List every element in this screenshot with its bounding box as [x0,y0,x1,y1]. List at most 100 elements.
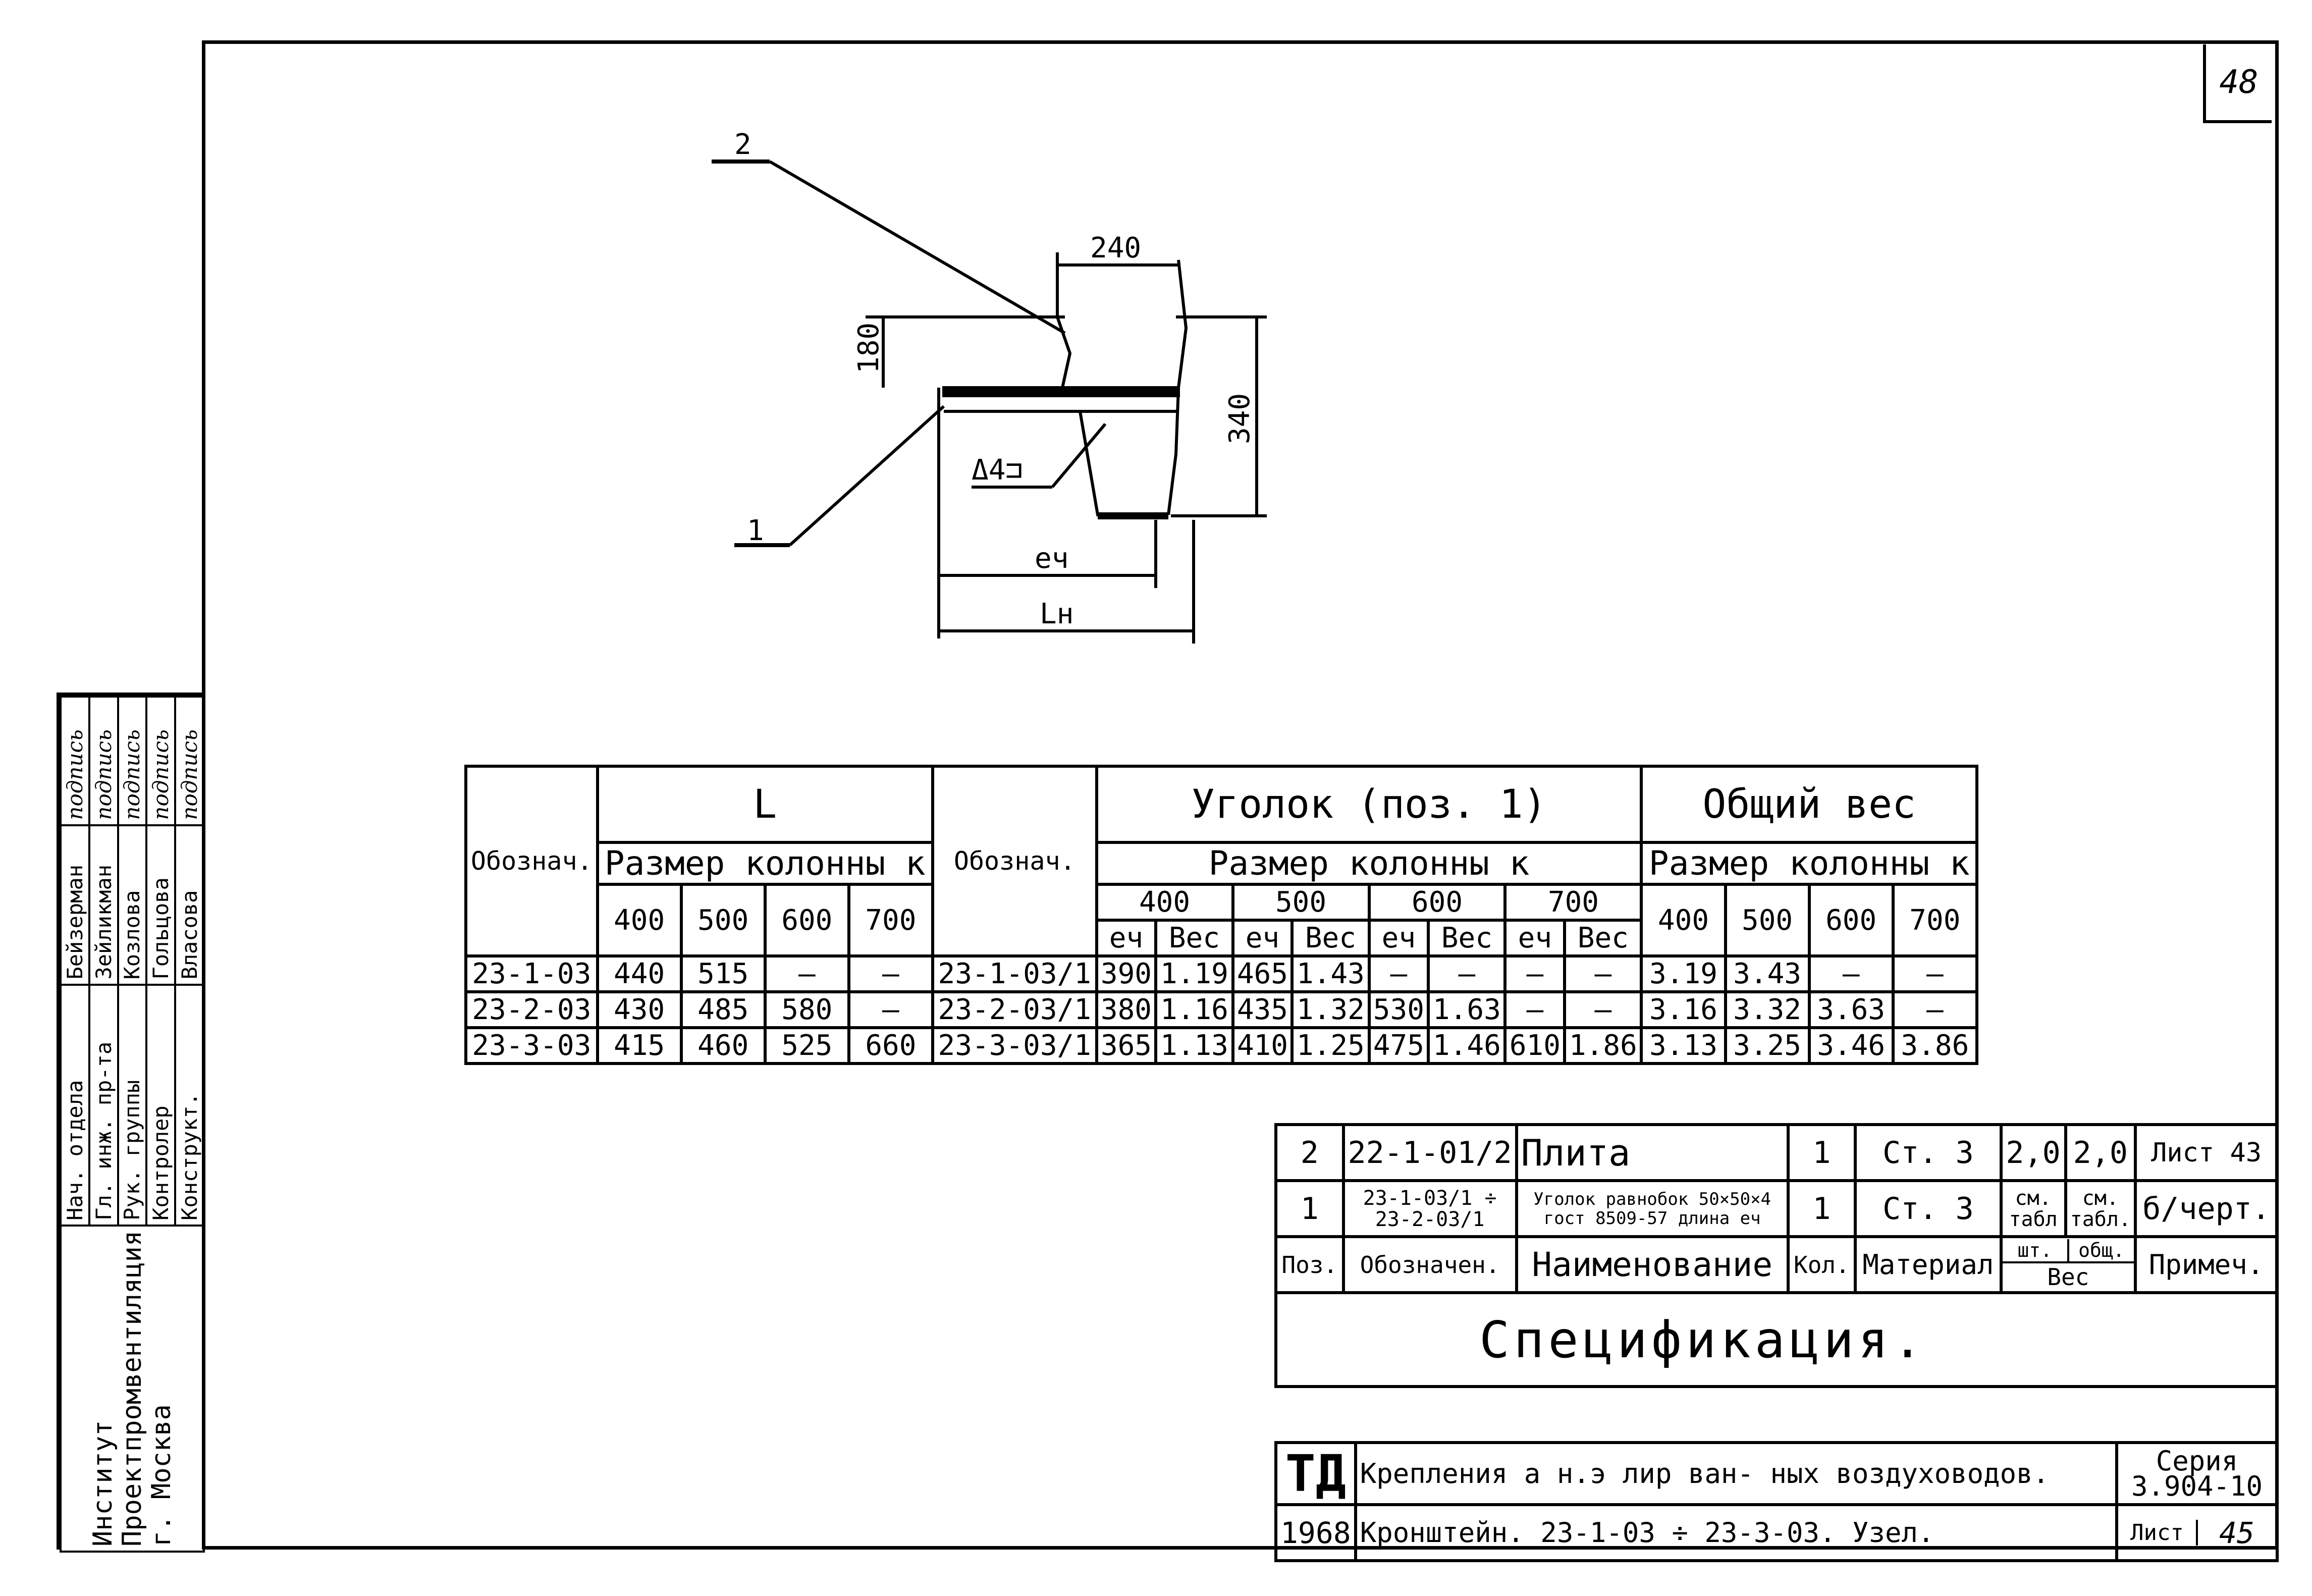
h-des: Обозначен. [1341,1235,1518,1294]
year: 1968 [1274,1503,1357,1562]
table-row: 23-1-03 440 515 — — 23-1-03/1 390 1.19 4… [464,954,1979,993]
stamp-name: Зейликман [89,825,118,985]
h-w1: шт. [2004,1240,2069,1261]
title-1: Крепления а н.э лир ван- ных воздуховодо… [1354,1441,2119,1506]
h-corner: Уголок (поз. 1) [1095,765,1643,844]
callout-1: 1 [747,514,764,547]
title-mark: ТД [1274,1441,1357,1506]
cell: 475 [1367,1026,1430,1065]
sub-ey: eч [1503,919,1567,957]
cell: — [763,954,850,993]
cell: 23-1-03/1 ÷ 23-2-03/1 [1341,1179,1518,1238]
c-size-700: 700 [1503,883,1643,922]
cell: 530 [1367,990,1430,1029]
L-size-500: 500 [679,883,767,957]
cell: 380 [1095,990,1158,1029]
dim-340: 340 [1223,393,1256,444]
c-size-500: 500 [1231,883,1371,922]
cell: 465 [1231,954,1294,993]
stamp-name: Гольцова [146,825,176,985]
cell: 515 [679,954,767,993]
cell: 1.19 [1154,954,1234,993]
t-size-400: 400 [1640,883,1727,957]
cell: 1.46 [1427,1026,1507,1065]
stamp-role: Нач. отдела [61,984,89,1226]
t-size-500: 500 [1724,883,1811,957]
cell: 1 [1786,1123,1857,1182]
cell: — [847,990,934,1029]
L-size-600: 600 [763,883,850,957]
cell: — [1563,954,1643,993]
cell: — [1563,990,1643,1029]
cell: Уголок равнобок 50×50×4 гост 8509-57 дли… [1515,1179,1790,1238]
title-block: ТД Крепления а н.э лир ван- ных воздухов… [1274,1441,2279,1562]
cell: 410 [1231,1026,1294,1065]
stamp-role: Контролер [146,984,176,1226]
cell: 3.63 [1807,990,1895,1029]
spec-header: Поз. Обозначен. Наименование Кол. Матери… [1274,1235,2279,1294]
sub-weight: Вес [1291,919,1371,957]
stamp-name: Бейзерман [61,825,89,985]
drawing-frame [202,40,2279,1550]
weld-label: Δ4⊐ [972,454,1023,487]
cell: 1 [1274,1179,1345,1238]
stamp-signature: подпись [118,697,147,825]
cell: см. табл [1999,1179,2067,1238]
stamp-name: Козлова [118,825,147,985]
table-row: 23-2-03 430 485 580 — 23-2-03/1 380 1.16… [464,990,1979,1029]
cell: 23-1-03 [464,954,599,993]
cell: 435 [1231,990,1294,1029]
dim-l: Lн [1040,598,1073,630]
cell: 440 [596,954,683,993]
h-material: Материал [1854,1235,2003,1294]
cell: — [1427,954,1507,993]
stamp-name: Власова [175,825,204,985]
approval-stamp: Институт Проектпромвентиляция г. Москва … [57,693,204,1552]
L-size-400: 400 [596,883,683,957]
cell: б/черт. [2134,1179,2279,1238]
specification-table: 2 22-1-01/2 Плита 1 Ст. 3 2,0 2,0 Лист 4… [1274,1123,2279,1388]
sub-weight: Вес [1563,919,1643,957]
cell: 3.46 [1807,1026,1895,1065]
h-w2: общ. [2078,1239,2125,1261]
cell: 2,0 [2064,1123,2137,1182]
cell: 23-1-03/1 [931,954,1098,993]
cell: 23-2-03/1 [931,990,1098,1029]
c-size-600: 600 [1367,883,1507,922]
cell: — [847,954,934,993]
h-col-size: Размер колонны к [596,841,934,886]
sheet-number-box: 48 [2203,44,2272,123]
cell: см. табл. [2064,1179,2137,1238]
stamp-signature: подпись [146,697,176,825]
callout-2: 2 [734,128,751,161]
h-col-size-total: Размер колонны к [1640,841,1978,886]
cell: — [1891,990,1979,1029]
cell: 23-3-03/1 [931,1026,1098,1065]
cell: Лист 43 [2134,1123,2279,1182]
cell: — [1503,954,1567,993]
sheet-label: Лист [2120,1520,2198,1546]
sub-weight: Вес [1154,919,1234,957]
series-cell: Серия 3.904-10 [2115,1441,2279,1506]
cell: 2 [1274,1123,1345,1182]
cell: 660 [847,1026,934,1065]
h-note: Примеч. [2134,1235,2279,1294]
h-name: Наименование [1515,1235,1790,1294]
cell: 1.16 [1154,990,1234,1029]
spec-caption: Спецификация. [1274,1291,2279,1388]
cell: — [1367,954,1430,993]
h-total: Общий вес [1640,765,1978,844]
h-designation: Обознач. [464,765,599,957]
cell: Плита [1515,1123,1790,1182]
h-designation2: Обознач. [931,765,1098,957]
cell: 1.43 [1291,954,1371,993]
h-pos: Поз. [1274,1235,1345,1294]
cell: 1.63 [1427,990,1507,1029]
sub-ey: eч [1095,919,1158,957]
L-size-700: 700 [847,883,934,957]
cell: 3.16 [1640,990,1727,1029]
cell: 3.43 [1724,954,1811,993]
cell: 3.86 [1891,1026,1979,1065]
cell: Ст. 3 [1854,1123,2003,1182]
cell: 430 [596,990,683,1029]
